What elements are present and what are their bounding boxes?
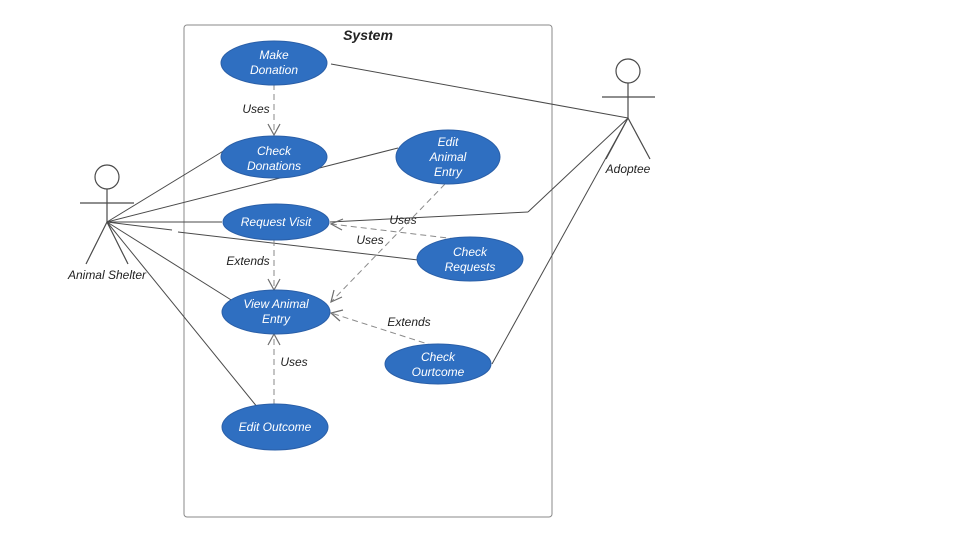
actor-adoptee[interactable]: Adoptee — [602, 58, 655, 176]
assoc-adoptee-request-visit — [527, 117, 629, 213]
label-uses-donation: Uses — [242, 102, 269, 116]
assoc-shelter-check-donations — [106, 149, 226, 223]
actor-right-leg — [627, 117, 651, 160]
assoc-adoptee-check-outcome — [491, 117, 629, 365]
use-case-check-outcome[interactable]: Check Ourtcome — [384, 343, 492, 385]
check-outcome-line-2: Ourtcome — [412, 365, 465, 379]
actor-head — [94, 164, 120, 190]
dep-uses-request-visit: Uses — [329, 213, 457, 240]
actor-left-leg — [85, 221, 108, 265]
actor-left-leg — [605, 117, 629, 160]
use-case-make-donation[interactable]: Make Donation — [220, 40, 328, 86]
use-case-edit-outcome[interactable]: Edit Outcome — [221, 403, 329, 451]
actor-head — [615, 58, 641, 84]
assoc-adoptee-make-donation — [330, 63, 629, 119]
make-donation-line-2: Donation — [250, 63, 298, 77]
view-animal-entry-line-1: View Animal — [243, 297, 309, 311]
check-outcome-line-1: Check — [421, 350, 456, 364]
check-requests-line-2: Requests — [445, 260, 496, 274]
use-case-check-donations[interactable]: Check Donations — [220, 135, 328, 179]
actor-right-leg — [106, 221, 129, 265]
label-extends-request-visit: Extends — [226, 254, 269, 268]
label-uses-request-visit: Uses — [389, 213, 416, 227]
check-donations-line-1: Check — [257, 144, 292, 158]
dep-uses-edit-animal: Uses — [330, 183, 446, 304]
dep-uses-edit-outcome: Uses — [267, 332, 308, 405]
use-case-view-animal-entry[interactable]: View Animal Entry — [221, 289, 331, 335]
assoc-shelter-check-requests-b — [177, 231, 419, 261]
assoc-shelter-check-requests — [106, 221, 173, 231]
request-visit-label: Request Visit — [241, 215, 312, 229]
shelter-associations — [106, 147, 419, 409]
edit-animal-entry-line-3: Entry — [434, 165, 463, 179]
label-extends-check-outcome: Extends — [387, 315, 430, 329]
assoc-shelter-view-animal-entry — [106, 221, 237, 304]
make-donation-line-1: Make — [259, 48, 289, 62]
check-requests-line-1: Check — [453, 245, 488, 259]
label-uses-edit-animal: Uses — [356, 233, 383, 247]
use-case-request-visit[interactable]: Request Visit — [222, 203, 330, 241]
dep-uses-donation: Uses — [242, 84, 281, 137]
assoc-shelter-edit-animal-entry — [106, 147, 399, 223]
view-animal-entry-line-2: Entry — [262, 312, 291, 326]
actor-label-adoptee: Adoptee — [605, 162, 651, 176]
adoptee-associations — [329, 63, 629, 365]
actor-label-animal-shelter: Animal Shelter — [67, 268, 147, 282]
use-case-edit-animal-entry[interactable]: Edit Animal Entry — [395, 129, 501, 185]
dep-extends-check-outcome: Extends — [329, 309, 435, 347]
system-title: System — [343, 27, 393, 43]
label-uses-edit-outcome: Uses — [280, 355, 307, 369]
check-donations-line-2: Donations — [247, 159, 301, 173]
edit-outcome-label: Edit Outcome — [239, 420, 312, 434]
use-case-check-requests[interactable]: Check Requests — [416, 236, 524, 282]
actor-animal-shelter[interactable]: Animal Shelter — [67, 164, 147, 282]
assoc-shelter-edit-outcome — [106, 221, 259, 409]
edit-animal-entry-line-1: Edit — [438, 135, 459, 149]
edit-animal-entry-line-2: Animal — [429, 150, 467, 164]
assoc-adoptee-request-visit-b — [329, 211, 529, 223]
